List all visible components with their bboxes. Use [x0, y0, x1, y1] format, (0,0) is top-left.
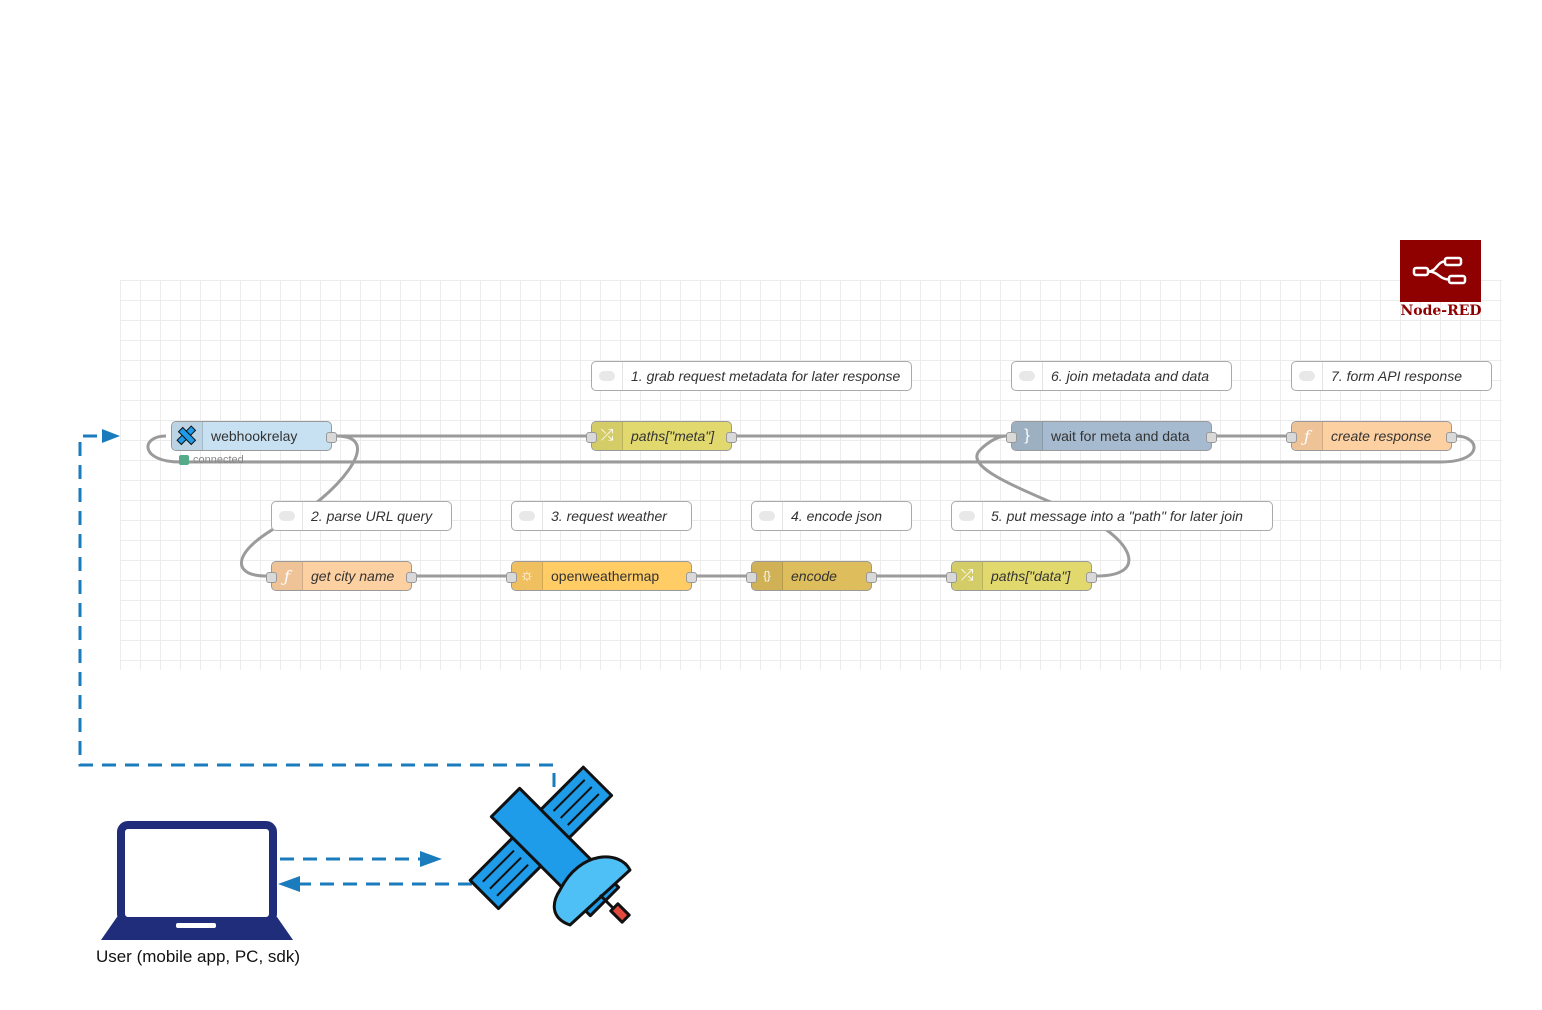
input-port[interactable]	[1006, 432, 1017, 443]
comment-parse-url[interactable]: 2. parse URL query	[271, 501, 452, 531]
node-label: paths["data"]	[991, 568, 1071, 584]
output-port[interactable]	[1446, 432, 1457, 443]
comment-icon	[752, 502, 783, 530]
comment-join[interactable]: 6. join metadata and data	[1011, 361, 1232, 391]
arrowhead-to-laptop	[278, 876, 300, 892]
comment-icon	[1292, 362, 1323, 390]
output-port[interactable]	[686, 572, 697, 583]
switch-icon: ⤮	[592, 422, 623, 450]
node-encode[interactable]: {} encode	[746, 561, 877, 591]
input-port[interactable]	[266, 572, 277, 583]
arrowhead-to-satellite	[420, 851, 442, 867]
comment-icon	[952, 502, 983, 530]
input-port[interactable]	[746, 572, 757, 583]
comment-label: 5. put message into a "path" for later j…	[991, 508, 1243, 524]
comment-request-weather[interactable]: 3. request weather	[511, 501, 692, 531]
laptop-icon	[101, 821, 293, 940]
input-port[interactable]	[1286, 432, 1297, 443]
function-icon: ƒ	[1292, 422, 1323, 450]
output-port[interactable]	[1206, 432, 1217, 443]
node-label: create response	[1331, 428, 1432, 444]
output-port[interactable]	[326, 432, 337, 443]
node-red-logo-text: Node-RED	[1400, 303, 1482, 319]
comment-label: 1. grab request metadata for later respo…	[631, 368, 901, 384]
comment-label: 7. form API response	[1331, 368, 1462, 384]
comment-label: 4. encode json	[791, 508, 883, 524]
output-port[interactable]	[406, 572, 417, 583]
function-icon: ƒ	[272, 562, 303, 590]
satellite-icon	[172, 422, 203, 450]
input-port[interactable]	[506, 572, 517, 583]
output-port[interactable]	[866, 572, 877, 583]
node-paths-data[interactable]: ⤮ paths["data"]	[946, 561, 1097, 591]
comment-icon	[512, 502, 543, 530]
satellite-icon	[468, 765, 632, 927]
input-port[interactable]	[946, 572, 957, 583]
node-webhookrelay[interactable]: webhookrelay	[171, 421, 337, 451]
node-create-response[interactable]: ƒ create response	[1286, 421, 1457, 451]
arrowhead-flow	[102, 429, 120, 443]
user-label: User (mobile app, PC, sdk)	[95, 947, 301, 966]
comment-label: 2. parse URL query	[311, 508, 433, 524]
switch-icon: ⤮	[952, 562, 983, 590]
node-wait-join[interactable]: } wait for meta and data	[1006, 421, 1217, 451]
comment-label: 6. join metadata and data	[1051, 368, 1210, 384]
comment-encode-json[interactable]: 4. encode json	[751, 501, 912, 531]
comment-form-response[interactable]: 7. form API response	[1291, 361, 1492, 391]
comment-put-path[interactable]: 5. put message into a "path" for later j…	[951, 501, 1273, 531]
comment-icon	[272, 502, 303, 530]
node-label: webhookrelay	[211, 428, 298, 444]
node-red-logo	[1400, 240, 1481, 302]
comment-grab-metadata[interactable]: 1. grab request metadata for later respo…	[591, 361, 912, 391]
join-icon: }	[1012, 422, 1043, 450]
status-text: connected	[193, 454, 244, 466]
node-label: encode	[791, 568, 837, 584]
node-label: paths["meta"]	[631, 428, 715, 444]
weather-icon: ☼	[512, 562, 543, 590]
output-port[interactable]	[726, 432, 737, 443]
node-get-city[interactable]: ƒ get city name	[266, 561, 417, 591]
node-paths-meta[interactable]: ⤮ paths["meta"]	[586, 421, 737, 451]
node-red-logo-icon	[1412, 256, 1466, 285]
comment-label: 3. request weather	[551, 508, 667, 524]
input-port[interactable]	[586, 432, 597, 443]
json-icon: {}	[752, 562, 783, 590]
node-label: wait for meta and data	[1051, 428, 1190, 444]
comment-icon	[592, 362, 623, 390]
node-label: get city name	[311, 568, 395, 584]
flow-canvas[interactable]	[120, 280, 1502, 670]
node-status-connected: connected	[179, 454, 244, 466]
status-dot	[179, 455, 189, 465]
node-openweathermap[interactable]: ☼ openweathermap	[506, 561, 697, 591]
output-port[interactable]	[1086, 572, 1097, 583]
comment-icon	[1012, 362, 1043, 390]
node-label: openweathermap	[551, 568, 660, 584]
